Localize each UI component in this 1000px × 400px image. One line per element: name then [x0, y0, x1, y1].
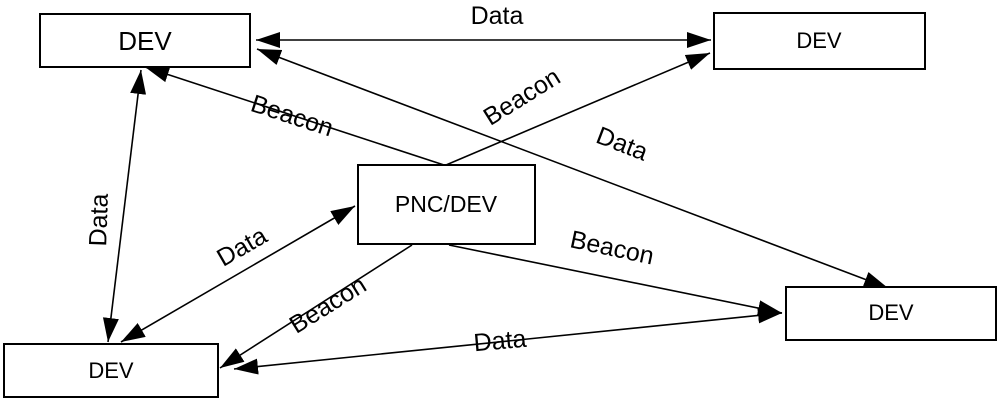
- beacon-label-to-right: Beacon: [568, 225, 657, 270]
- beacon-label-to-bottom-left: Beacon: [285, 271, 372, 340]
- node-dev-bottom-left: DEV: [3, 343, 219, 398]
- data-label-bottom: Data: [472, 325, 527, 358]
- beacon-edge-to-right: [448, 244, 783, 317]
- data-label-vertical: Data: [84, 193, 114, 247]
- data-label-diagonal: Data: [592, 121, 651, 166]
- beacon-label-top-right: Beacon: [479, 63, 566, 132]
- data-label-to-pnc: Data: [212, 222, 272, 273]
- data-edge-bottom: [233, 307, 783, 375]
- node-dev-top-left-label: DEV: [118, 26, 172, 56]
- node-dev-right: DEV: [785, 286, 997, 341]
- node-pnc-dev-label: PNC/DEV: [395, 191, 498, 217]
- node-dev-top-left: DEV: [39, 13, 251, 68]
- node-pnc-dev: PNC/DEV: [357, 164, 536, 245]
- beacon-label-top-left: Beacon: [247, 90, 336, 143]
- node-dev-top-right-label: DEV: [796, 28, 842, 53]
- data-edge-to-pnc: [120, 205, 356, 343]
- node-dev-right-label: DEV: [868, 300, 914, 325]
- data-label-top: Data: [471, 2, 524, 30]
- node-dev-top-right: DEV: [713, 12, 926, 70]
- data-edge-diagonal: [256, 48, 889, 289]
- node-dev-bottom-left-label: DEV: [88, 358, 134, 383]
